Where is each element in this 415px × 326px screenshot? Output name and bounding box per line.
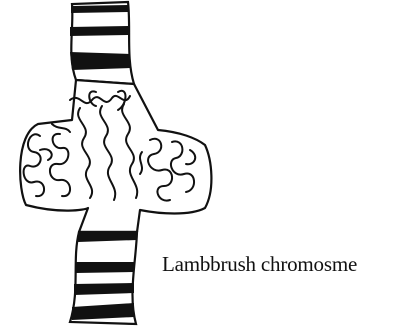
upper-chromosome-arm [70, 2, 134, 84]
upper-band-3 [70, 52, 130, 70]
upper-band-2 [70, 26, 130, 36]
figure-caption: Lambbrush chromosme [162, 252, 357, 277]
lower-chromosome-arm [70, 232, 137, 324]
lower-band-2 [76, 262, 134, 273]
loop-region-outline [20, 80, 211, 232]
lower-band-3 [74, 283, 134, 295]
upper-band-1 [71, 5, 128, 13]
